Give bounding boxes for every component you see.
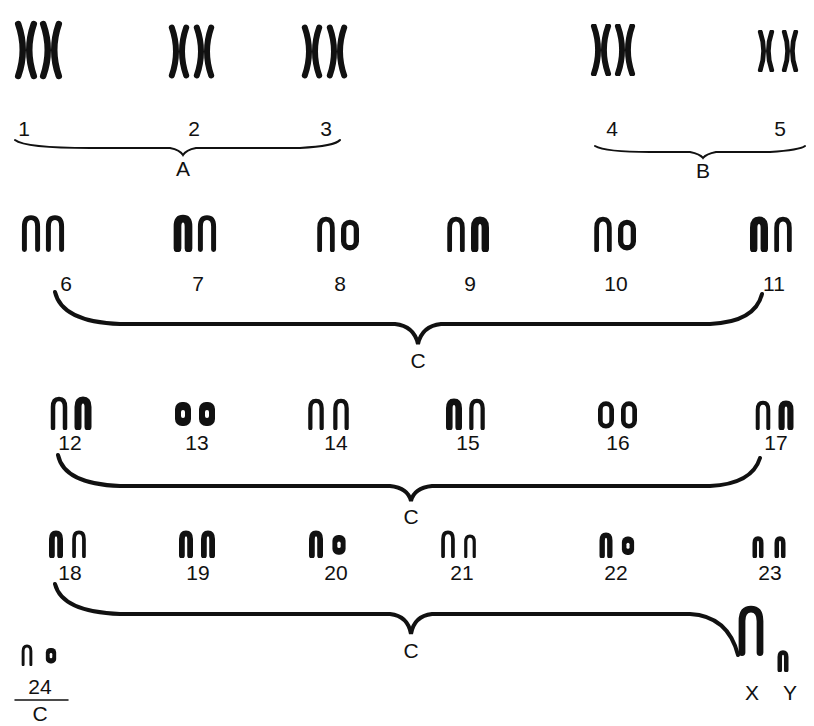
chromosome: [46, 648, 56, 664]
chromosome: [312, 533, 320, 555]
group-letter: B: [696, 160, 710, 181]
chromosome: [48, 218, 61, 250]
chromosome-number: 13: [185, 432, 208, 453]
chromosome: [200, 218, 213, 250]
chromosome-number: 5: [774, 118, 786, 139]
chromosome: [594, 26, 608, 73]
chromosome: [197, 28, 211, 76]
chromosome: [24, 218, 37, 250]
chromosome: [172, 28, 186, 76]
group-letter: C: [410, 350, 425, 371]
chromosome: [602, 535, 610, 556]
chromosome-number: 1: [18, 118, 30, 139]
chromosome: [449, 402, 458, 427]
chromosome-number: 16: [606, 432, 629, 453]
chromosome: [758, 403, 769, 429]
chromosome-number: 12: [58, 432, 81, 453]
chromosome-number: 18: [58, 562, 81, 583]
chromosome: [623, 404, 634, 427]
chromosome: [777, 539, 783, 556]
chromosome: [335, 401, 346, 428]
chromosome: [199, 402, 215, 426]
chromosome: [320, 219, 333, 250]
chromosome: [443, 532, 453, 556]
chromosome: [43, 24, 59, 76]
chromosome: [52, 533, 60, 555]
chromosome: [782, 404, 791, 428]
group-bracket: [58, 455, 760, 501]
group-bracket: [55, 584, 738, 655]
y-chromosome: [780, 653, 786, 670]
chromosome: [618, 26, 632, 73]
chromosome: [18, 24, 34, 76]
chromosome-number: 23: [758, 562, 781, 583]
chromosome: [344, 222, 357, 247]
group-bracket: [55, 292, 762, 344]
chromosome-number: 24: [28, 676, 51, 697]
chromosome-number: 11: [763, 273, 785, 294]
chromosome: [178, 219, 189, 249]
chromosome: [78, 400, 88, 427]
chromosome: [332, 535, 345, 555]
chromosome: [330, 28, 344, 76]
group-letter: C: [403, 506, 418, 527]
chromosome: [471, 401, 482, 428]
chromosome: [466, 536, 474, 556]
chromosome: [305, 28, 319, 76]
chromosomes: [18, 24, 796, 670]
group-bracket: [595, 146, 805, 158]
chromosome: [74, 532, 84, 556]
chromosome: [777, 219, 790, 250]
chromosome: [754, 220, 765, 249]
chromosome-number: 7: [192, 273, 204, 294]
chromosome: [182, 533, 190, 555]
chromosome-number: 20: [324, 562, 347, 583]
chromosome-number: 9: [464, 273, 476, 294]
chromosome: [175, 402, 191, 426]
chromosome-number: 22: [604, 562, 627, 583]
chromosome-number: 6: [60, 273, 72, 294]
group-letter: C: [403, 640, 418, 661]
underline-rule: [15, 699, 68, 701]
chromosome: [621, 222, 634, 247]
chromosome-number: 21: [450, 562, 473, 583]
chromosome-number: 19: [186, 562, 209, 583]
chromosome: [784, 32, 795, 70]
chromosome: [310, 401, 321, 428]
group-letter: Y: [783, 682, 797, 703]
chromosome-number: 8: [334, 273, 346, 294]
chromosome: [597, 219, 610, 250]
chromosome-number: 15: [456, 432, 479, 453]
chromosome: [23, 646, 31, 665]
chromosome: [622, 537, 634, 555]
chromosome: [53, 399, 65, 428]
chromosome: [760, 32, 771, 70]
chromosome-number: 10: [604, 273, 627, 294]
chromosome: [600, 404, 611, 427]
chromosome-number: 17: [764, 432, 787, 453]
group-bracket: [15, 140, 340, 155]
x-chromosome: [742, 609, 760, 653]
brackets: [15, 140, 805, 700]
group-letter: A: [176, 158, 190, 179]
group-letter: C: [32, 703, 47, 724]
chromosome-number: 4: [606, 118, 618, 139]
chromosome-number: 14: [324, 432, 347, 453]
chromosome: [755, 539, 761, 556]
chromosome: [475, 220, 486, 249]
chromosome: [450, 219, 463, 250]
chromosome: [204, 533, 212, 555]
group-letter: X: [745, 682, 759, 703]
chromosome-number: 2: [188, 118, 200, 139]
chromosome-number: 3: [320, 118, 332, 139]
